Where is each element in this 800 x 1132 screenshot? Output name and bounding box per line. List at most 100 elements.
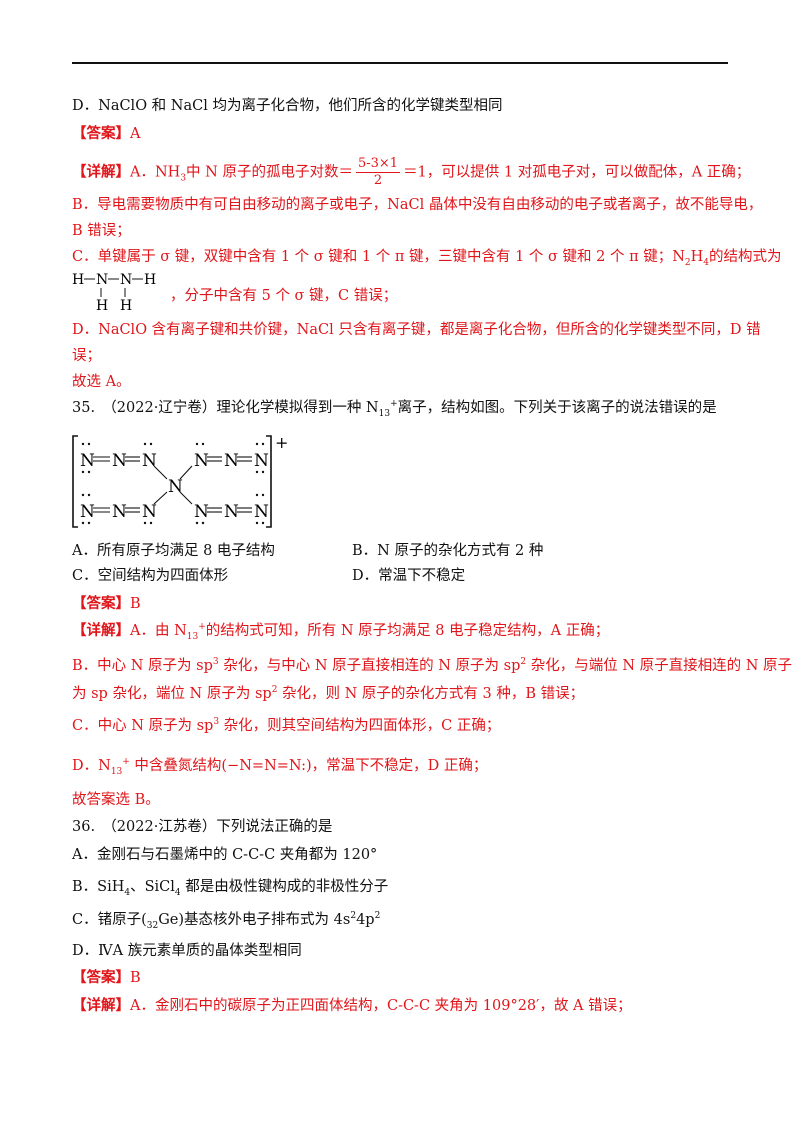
h-atom: H: [144, 272, 156, 288]
n-atom: N: [80, 502, 95, 522]
q34-answer: 【答案】A: [72, 124, 140, 144]
q35-detail-b2: 为 sp 杂化，端位 N 原子为 sp2 杂化，则 N 原子的杂化方式有 3 种…: [72, 684, 584, 704]
q35-answer: 【答案】B: [72, 594, 141, 614]
n2h4-sub-4: 4: [703, 257, 710, 268]
n13-sup: +: [198, 622, 206, 633]
detail-c-part1: C．中心 N 原子为 sp: [72, 718, 214, 734]
detail-tag: 【详解】: [72, 622, 130, 639]
left-bracket: [72, 435, 78, 528]
q35-detail-d: D．N13+ 中含叠氮结构(−N=N=N:)，常温下不稳定，D 正确；: [72, 756, 488, 777]
detail-c1-end: 的结构式为: [709, 249, 782, 265]
right-bracket: [266, 435, 272, 528]
q35-stem-post: 离子，结构如图。下列关于该离子的说法错误的是: [397, 400, 717, 416]
fraction-denominator: 2: [373, 173, 383, 188]
azide-structure: −N=N=N:: [227, 758, 306, 774]
answer-value: B: [130, 596, 141, 612]
detail-d-part2: 中含叠氮结构(: [129, 758, 228, 774]
q34-conclusion: 故选 A。: [72, 374, 131, 390]
detail-d-part3: )，常温下不稳定，D 正确；: [305, 758, 488, 774]
option-b-part2: 、SiCl: [130, 879, 175, 895]
charge-sign: +: [275, 433, 288, 452]
h-atom: H: [72, 272, 84, 288]
sp3-sup: 3: [212, 657, 219, 668]
detail-a-post: ＝1，可以提供 1 对孤电子对，可以做配体，A 正确；: [403, 164, 751, 181]
n-atom: N: [194, 502, 209, 522]
q36-option-a: A．金刚石与石墨烯中的 C-C-C 夹角都为 120°: [72, 847, 378, 863]
answer-tag: 【答案】: [72, 595, 130, 612]
q35-option-b: B．N 原子的杂化方式有 2 种: [352, 543, 544, 559]
detail-d-part1: D．N: [72, 758, 111, 774]
n2h4-sub-2: 2: [684, 257, 691, 268]
detail-b1-part1: B．中心 N 原子为 sp: [72, 658, 213, 674]
q34-detail-c1: C．单键属于 σ 键，双键中含有 1 个 σ 键和 1 个 π 键，三键中含有 …: [72, 249, 782, 268]
answer-value: B: [130, 970, 141, 986]
detail-a-text: A．金刚石中的碳原子为正四面体结构，C-C-C 夹角为 109°28′，故 A …: [130, 998, 632, 1014]
fraction-numerator: 5-3×1: [355, 156, 401, 173]
answer-tag: 【答案】: [72, 969, 130, 986]
4p-sup: 2: [374, 911, 381, 922]
option-b-part3: 都是由极性键构成的非极性分子: [180, 879, 389, 895]
q35-conclusion: 故答案选 B。: [72, 792, 160, 808]
double-bonds: [93, 456, 252, 513]
detail-c1-text: C．单键属于 σ 键，双键中含有 1 个 σ 键和 1 个 π 键，三键中含有 …: [72, 249, 685, 265]
q36-answer: 【答案】B: [72, 968, 141, 988]
n13-sub: 13: [110, 766, 123, 777]
detail-b2-part2: 杂化，则 N 原子的杂化方式有 3 种，B 错误；: [277, 686, 585, 702]
q34-detail-b2: B 错误；: [72, 223, 131, 239]
option-b-part1: B．SiH: [72, 879, 125, 895]
lone-pair-dots: [81, 442, 265, 525]
q34-detail-b1: B．导电需要物质中有可自由移动的离子或电子，NaCl 晶体中没有自由移动的电子或…: [72, 197, 763, 213]
q36-option-b: B．SiH4、SiCl4 都是由极性键构成的非极性分子: [72, 877, 388, 897]
h-atom: H: [120, 298, 132, 312]
q35-option-d: D．常温下不稳定: [352, 568, 466, 584]
n13-sub: 13: [378, 408, 391, 419]
n13-structure: + N N N N N N N N N N N N N: [72, 433, 288, 528]
nh3-subscript: 3: [180, 173, 187, 184]
option-c-part1: C．锗原子(: [72, 912, 147, 928]
option-c-part3: 4p: [356, 912, 375, 928]
q35-stem-pre: 35. （2022·辽宁卷）理论化学模拟得到一种 N: [72, 400, 379, 416]
n-atom: N: [224, 502, 239, 522]
n-atom: N: [142, 502, 157, 522]
q36-option-d: D．ⅣA 族元素单质的晶体类型相同: [72, 943, 302, 959]
q35-stem: 35. （2022·辽宁卷）理论化学模拟得到一种 N13+离子，结构如图。下列关…: [72, 398, 717, 419]
detail-tag: 【详解】: [72, 997, 130, 1014]
option-c-part2: Ge)基态核外电子排布式为 4s: [158, 912, 351, 928]
n13-sup: +: [122, 757, 130, 768]
sp3-sup: 3: [213, 717, 220, 728]
q34-detail-c2: ，分子中含有 5 个 σ 键，C 错误；: [170, 288, 398, 304]
n-atom: N: [254, 502, 269, 522]
n-atom: N: [112, 451, 127, 471]
n13-sup: +: [390, 399, 398, 410]
q36-option-c: C．锗原子(32Ge)基态核外电子排布式为 4s24p2: [72, 910, 381, 931]
ge-atomic-number: 32: [146, 920, 159, 931]
q35-detail-b1: B．中心 N 原子为 sp3 杂化，与中心 N 原子直接相连的 N 原子为 sp…: [72, 656, 792, 676]
sicl4-sub: 4: [174, 887, 181, 898]
sih4-sub: 4: [124, 887, 131, 898]
q35-option-c: C．空间结构为四面体形: [72, 568, 229, 584]
q35-detail-c: C．中心 N 原子为 sp3 杂化，则其空间结构为四面体形，C 正确；: [72, 716, 500, 736]
detail-a-pre: A．NH: [130, 164, 181, 181]
detail-a-post: 的结构式可知，所有 N 原子均满足 8 电子稳定结构，A 正确；: [205, 623, 610, 639]
q34-option-d: D．NaClO 和 NaCl 均为离子化合物，他们所含的化学键类型相同: [72, 98, 503, 114]
detail-b1-part3: 杂化，与端位 N 原子直接相连的 N 原子: [526, 658, 793, 674]
4s-sup: 2: [350, 911, 357, 922]
q36-stem: 36. （2022·江苏卷）下列说法正确的是: [72, 819, 333, 835]
n-atom: N: [224, 451, 239, 471]
q35-option-a: A．所有原子均满足 8 电子结构: [72, 543, 275, 559]
n-atom: N: [142, 451, 157, 471]
q34-detail-d2: 误；: [72, 348, 101, 364]
detail-b2-part1: 为 sp 杂化，端位 N 原子为 sp: [72, 686, 272, 702]
central-n-atom: N: [168, 477, 183, 497]
sp2-sup: 2: [271, 685, 278, 696]
answer-tag: 【答案】: [72, 125, 130, 142]
detail-a-pre: A．由 N: [130, 623, 187, 639]
n-atom: N: [80, 451, 95, 471]
detail-b1-part2: 杂化，与中心 N 原子直接相连的 N 原子为 sp: [218, 658, 521, 674]
n13-sub: 13: [186, 631, 199, 642]
detail-tag: 【详解】: [72, 163, 130, 181]
answer-value: A: [130, 126, 141, 142]
n2h4-structure: H N N H H H: [72, 272, 156, 312]
